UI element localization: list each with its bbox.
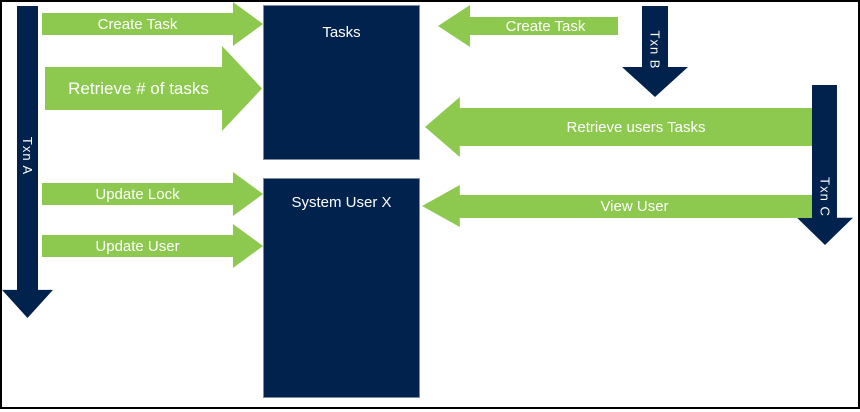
txn-b-timeline-arrow: Txn B <box>622 6 688 97</box>
view-user-arrow-label: View User <box>600 197 669 215</box>
txn-c-label: Txn C <box>817 177 833 217</box>
tasks-entity-box: Tasks <box>263 5 420 160</box>
view-user-arrow: View User <box>422 185 812 227</box>
txn-a-timeline-arrow: Txn A <box>2 6 53 318</box>
create-task-arrow-txn-b: Create Task <box>438 5 618 47</box>
create-task-arrow-txn-b-label: Create Task <box>505 17 586 35</box>
txn-b-label: Txn B <box>647 30 663 70</box>
create-task-arrow-txn-a-label: Create Task <box>97 15 178 33</box>
update-lock-arrow: Update Lock <box>42 172 263 216</box>
txn-a-label: Txn A <box>20 136 35 175</box>
retrieve-users-tasks-arrow: Retrieve users Tasks <box>425 97 812 157</box>
retrieve-num-tasks-arrow-label: Retrieve # of tasks <box>68 78 209 98</box>
tasks-entity-label: Tasks <box>322 24 361 41</box>
system-user-entity-box: System User X <box>263 178 420 398</box>
update-user-arrow-label: Update User <box>95 237 180 255</box>
create-task-arrow-txn-a: Create Task <box>42 2 263 46</box>
system-user-entity-label: System User X <box>291 194 392 211</box>
update-lock-arrow-label: Update Lock <box>95 185 180 203</box>
retrieve-users-tasks-arrow-label: Retrieve users Tasks <box>566 118 706 136</box>
update-user-arrow: Update User <box>42 224 263 268</box>
retrieve-num-tasks-arrow: Retrieve # of tasks <box>45 46 262 131</box>
